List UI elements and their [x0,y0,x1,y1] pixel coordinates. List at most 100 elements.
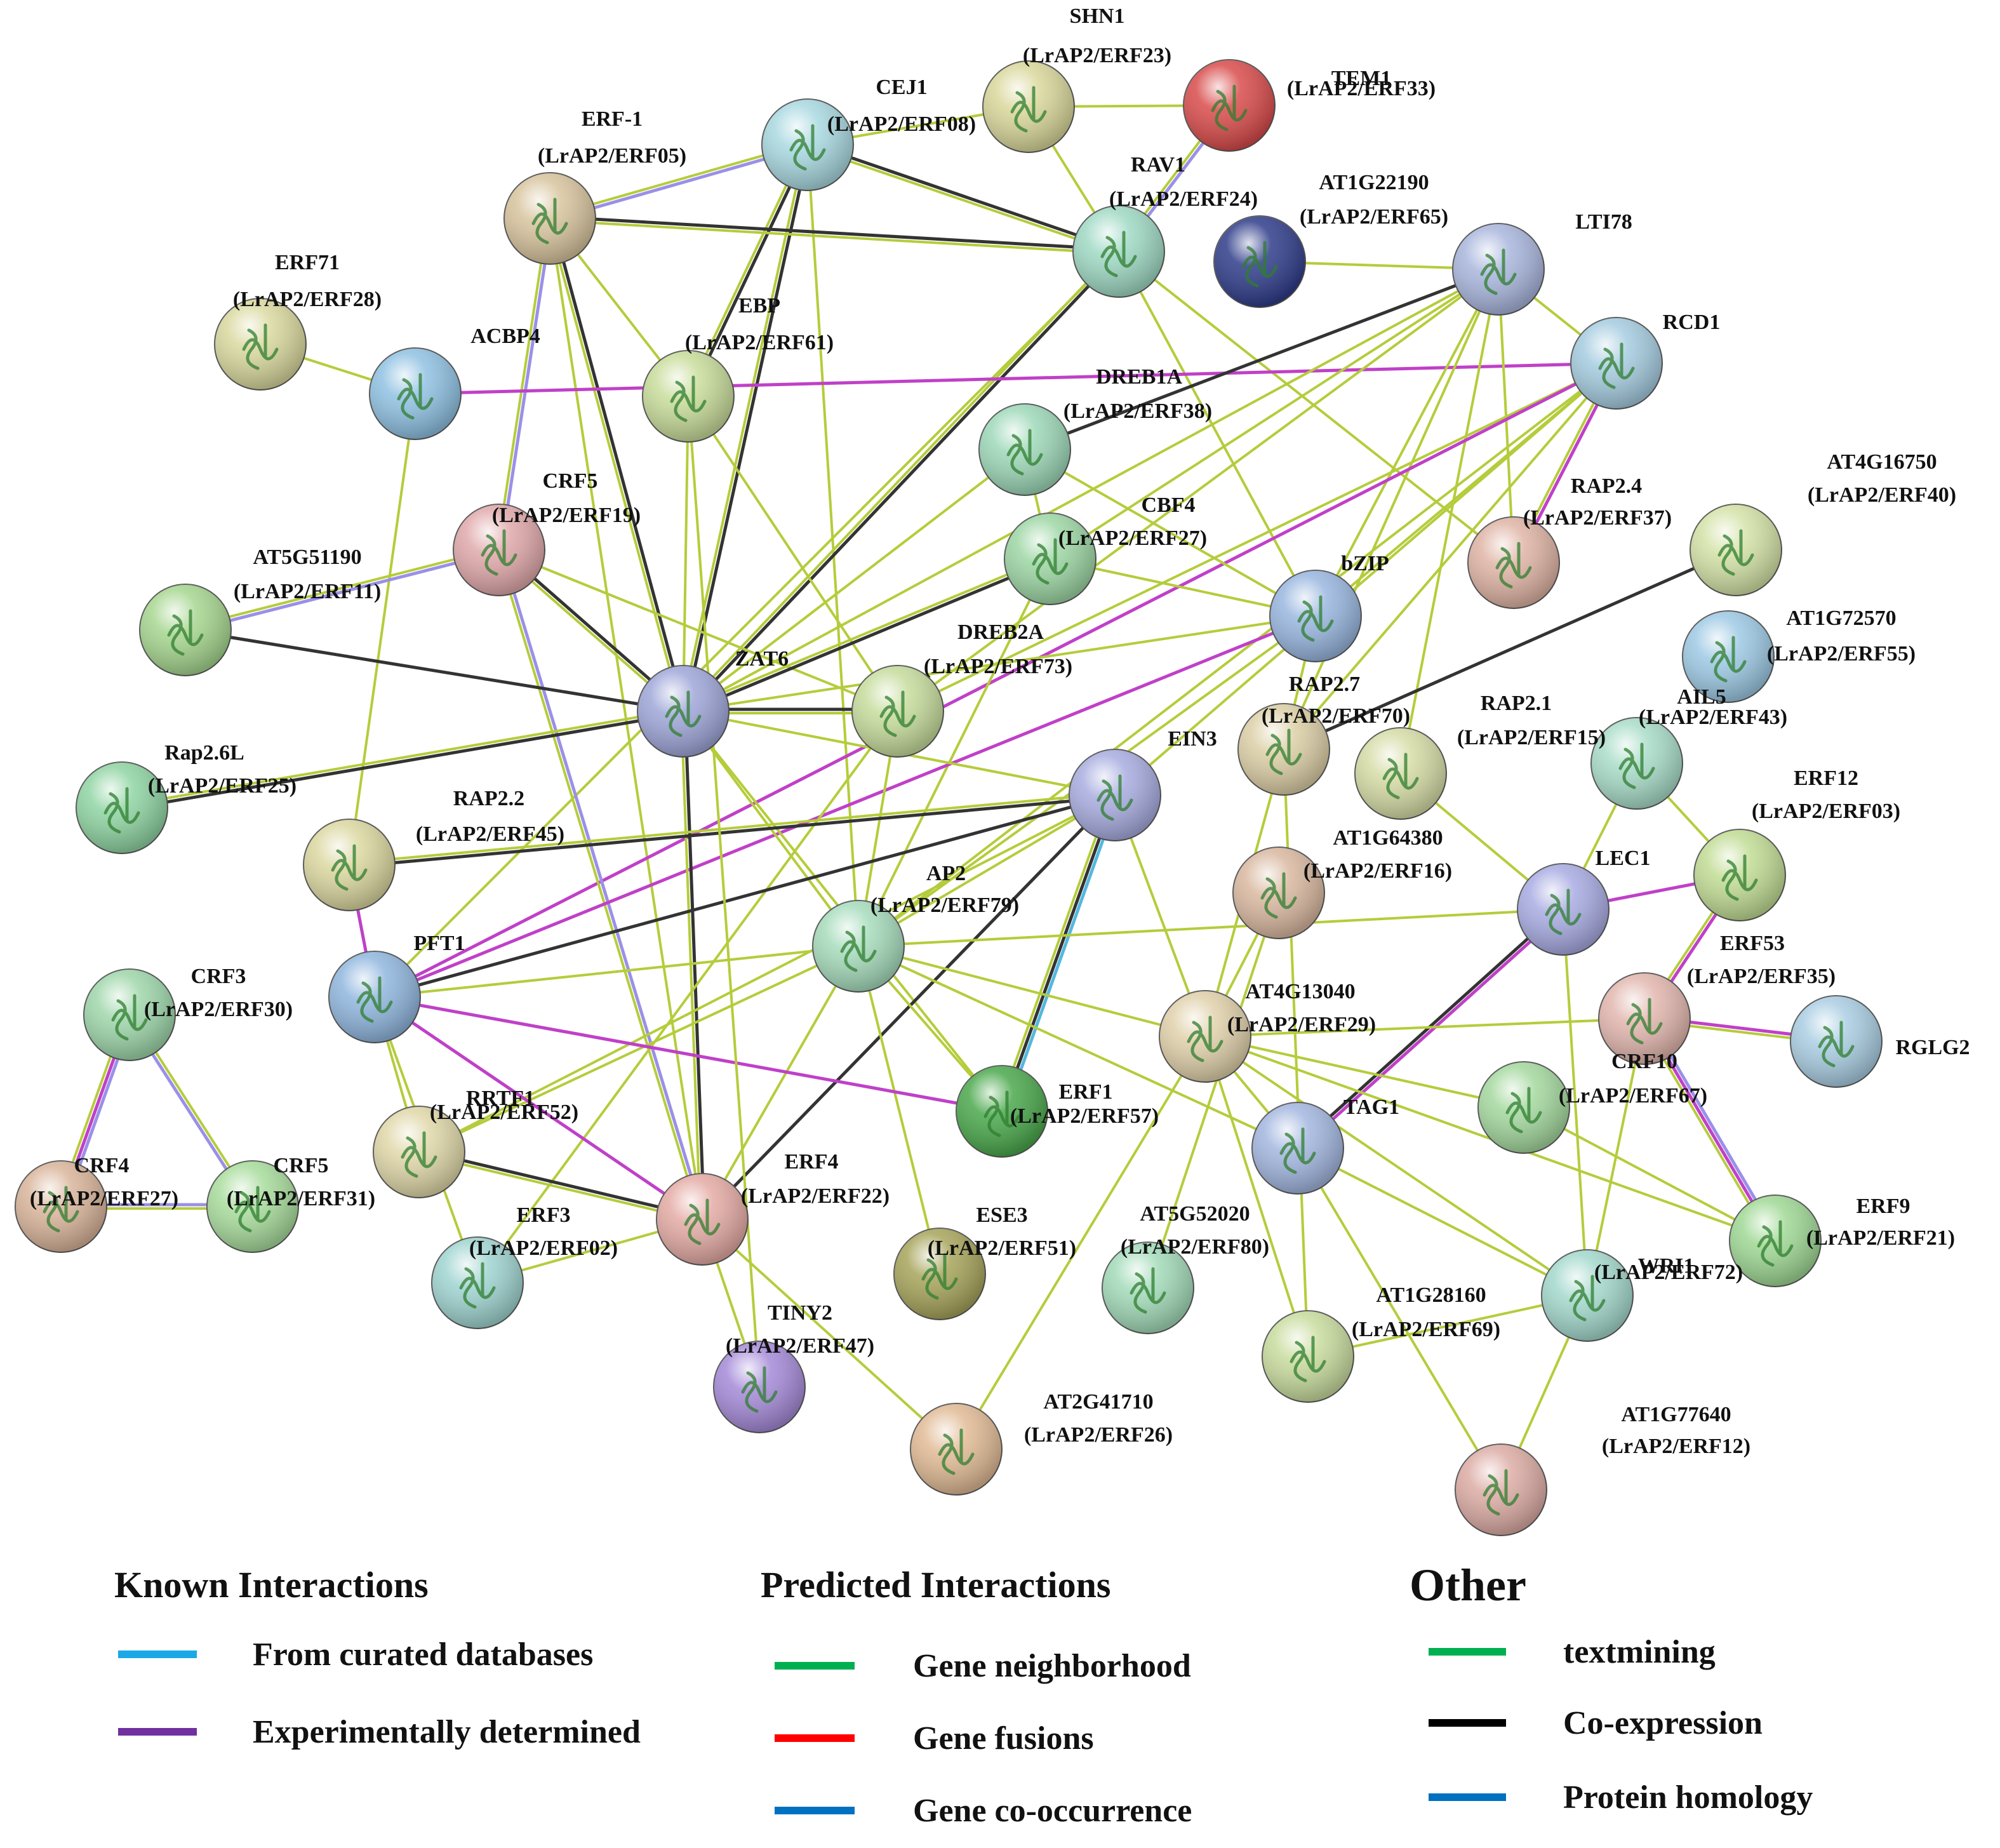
node-gloss [1694,829,1785,921]
node-label-name: WRI1 [1638,1254,1695,1278]
protein-structure-icon [1757,1220,1794,1267]
node-DREB2A[interactable] [851,665,944,758]
node-ERF1[interactable] [956,1065,1048,1158]
edge-EIN3-RAP2.2-coexpression [349,795,1116,869]
node-label-name: RAP2.2 [453,787,524,810]
edge-DREB2A-ERF3-textmining [476,710,899,1284]
node-gloss [15,1161,107,1252]
node-RCD1[interactable] [1570,317,1663,410]
edge-ZAT6-Rap2.6L-coexpression [122,711,684,812]
node-EIN3[interactable] [1069,749,1161,841]
protein-structure-icon [531,198,568,244]
node-label-name: AT5G52020 [1140,1202,1250,1226]
node-ZAT6[interactable] [637,665,730,758]
node-LTI78[interactable] [1452,223,1545,316]
node-DREB1A[interactable] [978,403,1071,496]
node-label-name: ERF4 [785,1150,839,1174]
node-ERF71[interactable] [214,298,307,391]
protein-structure-icon [356,976,393,1023]
node-RAP2.1[interactable] [1354,727,1447,820]
node-gloss [207,1161,298,1252]
node-label-code: (LrAP2/ERF73) [924,655,1072,678]
node-gloss [1683,611,1774,702]
edge-CEJ1-ZAT6-coexpression [683,145,811,713]
node-Rap2.6L[interactable] [76,761,168,854]
edge-RAV1-bZIP-textmining [1117,251,1317,617]
edge-bZIP-PFT1-experimental [374,614,1316,999]
protein-structure-icon [1710,636,1747,683]
node-ERF4[interactable] [656,1173,749,1266]
node-CBF4[interactable] [1004,512,1097,605]
edge-EBP-DREB2A-textmining [687,395,899,713]
node-gloss [1004,513,1096,605]
node-gloss [1453,224,1544,315]
node-RRTF1[interactable] [373,1106,465,1198]
node-label-name: CRF5 [543,469,598,493]
node-gloss [1542,1250,1633,1341]
protein-structure-icon [1032,538,1069,585]
node-WRI1[interactable] [1541,1249,1634,1342]
node-AT1G28160[interactable] [1262,1310,1354,1403]
protein-structure-icon [1545,888,1582,935]
node-CRF10[interactable] [1477,1061,1570,1154]
node-CRF4[interactable] [15,1160,107,1253]
node-ACBP4[interactable] [369,347,462,440]
node-AT5G52020[interactable] [1102,1242,1194,1334]
node-AIL5[interactable] [1590,717,1683,810]
node-TINY2[interactable] [713,1341,806,1433]
node-AT1G64380[interactable] [1232,847,1325,939]
node-label-name: ESE3 [976,1203,1027,1227]
node-RAV1[interactable] [1072,205,1165,298]
protein-structure-icon [1598,342,1635,389]
node-label-code: (LrAP2/ERF11) [234,580,381,603]
node-AT4G13040[interactable] [1159,990,1251,1083]
node-AT4G16750[interactable] [1690,504,1782,596]
node-RAP2.7[interactable] [1237,703,1330,796]
node-CRF5b[interactable] [206,1160,299,1253]
node-AT1G77640[interactable] [1455,1443,1547,1536]
node-AT1G72570[interactable] [1682,610,1775,703]
node-bZIP[interactable] [1269,570,1362,662]
node-ERF53[interactable] [1598,972,1691,1065]
node-AT5G51190[interactable] [139,584,232,676]
protein-structure-icon [397,373,434,420]
node-label-name: AT1G72570 [1786,606,1896,630]
node-TAG1[interactable] [1251,1102,1344,1195]
node-CEJ1[interactable] [761,98,854,191]
node-RAP2.4[interactable] [1467,516,1560,609]
node-ERF3[interactable] [431,1236,524,1329]
node-label-name: EBP [738,294,780,318]
node-AT1G22190[interactable] [1213,215,1306,308]
node-LEC1[interactable] [1517,863,1610,956]
node-label-name: ACBP4 [470,325,540,348]
protein-structure-icon [1618,742,1655,789]
node-EBP[interactable] [642,350,735,443]
node-AP2[interactable] [812,900,905,993]
protein-structure-icon [459,1262,496,1309]
edge-CRF5a-AT5G51190-textmining [184,547,499,630]
node-ERF12[interactable] [1693,829,1786,921]
node-ESE3[interactable] [893,1228,986,1320]
node-label-code: (LrAP2/ERF45) [416,822,564,846]
node-gloss [1599,973,1690,1064]
node-label-name: ERF9 [1857,1195,1910,1218]
node-ERF9[interactable] [1729,1195,1822,1287]
edge-CEJ1-EBP-textmining [685,143,808,396]
protein-structure-icon [43,1186,79,1233]
node-label-code: (LrAP2/ERF52) [430,1101,578,1124]
node-TEM1[interactable] [1183,59,1276,152]
node-SHN1[interactable] [982,60,1075,153]
edge-EIN3-ERF4-coexpression [701,794,1116,1221]
node-CRF5a[interactable] [453,504,545,596]
node-label-code: (LrAP2/ERF67) [1559,1084,1707,1108]
node-label-code: (LrAP2/ERF03) [1752,800,1900,823]
node-gloss [1069,749,1161,841]
node-label-name: AT4G16750 [1827,450,1937,474]
node-PFT1[interactable] [328,951,421,1043]
node-ERF-1[interactable] [503,172,596,265]
edge-LEC1-AP2-textmining [858,908,1564,947]
node-RAP2.2[interactable] [303,819,396,911]
node-CRF3[interactable] [83,968,176,1061]
node-RGLG2[interactable] [1790,995,1883,1088]
node-AT2G41710[interactable] [910,1403,1003,1496]
